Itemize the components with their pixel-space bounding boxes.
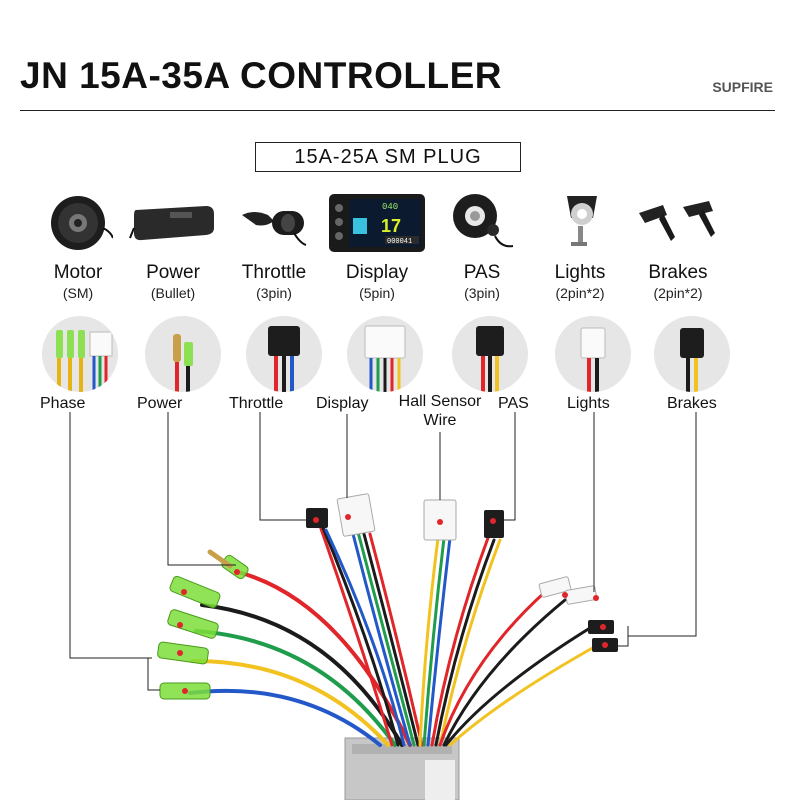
lights-connector-body — [538, 576, 572, 598]
pas-leader-line — [504, 412, 516, 521]
phase-label: Phase — [40, 395, 86, 412]
brake-lever-icon — [628, 185, 728, 260]
display-top-readout: 040 — [382, 202, 398, 212]
throttle-leader-line — [259, 412, 306, 521]
power-leader-line — [167, 412, 236, 566]
component-display: 040 17 000041 Display (5pin) — [327, 185, 427, 301]
phase-bullet-sleeve — [167, 609, 219, 639]
brand-label: SUPFIRE — [712, 79, 773, 95]
component-spec: (2pin*2) — [555, 285, 605, 301]
hall-sensor-label: Hall Sensor Wire — [390, 392, 490, 430]
component-brakes: Brakes (2pin*2) — [628, 185, 728, 301]
power-label: Power — [137, 395, 183, 412]
pas-connector-body — [484, 510, 504, 538]
title-divider — [20, 110, 775, 111]
headlight-icon — [530, 185, 630, 260]
marker-dot — [602, 642, 608, 648]
phase-leader-line — [69, 412, 152, 659]
lights-connector-closeup — [555, 316, 631, 392]
battery-icon — [123, 185, 223, 260]
plug-label-box: 15A-25A SM PLUG — [255, 142, 521, 172]
component-name: Brakes — [648, 262, 708, 283]
component-name: Power — [146, 262, 200, 283]
marker-dot — [600, 624, 606, 630]
display-label: Display — [316, 395, 369, 412]
marker-dot — [182, 688, 188, 694]
marker-dot — [345, 514, 351, 520]
component-spec: (3pin) — [256, 285, 292, 301]
display-speed-readout: 17 — [381, 216, 401, 236]
phase-connector-closeup — [42, 316, 118, 392]
display-connector-body — [336, 493, 376, 537]
marker-dot — [437, 519, 443, 525]
component-throttle: Throttle (3pin) — [224, 185, 324, 301]
page-title: JN 15A-35A CONTROLLER — [20, 55, 502, 96]
pas-label: PAS — [498, 395, 529, 412]
marker-dot — [181, 589, 187, 595]
component-name: Motor — [53, 262, 103, 283]
component-name: PAS — [463, 262, 501, 283]
brakes-leader-line — [628, 412, 697, 637]
hall-sensor-label-line1: Hall Sensor — [398, 393, 482, 410]
lights-label: Lights — [567, 395, 610, 412]
controller-case-rim — [352, 744, 452, 754]
display-connector-closeup — [347, 316, 423, 392]
component-spec: (SM) — [62, 285, 94, 301]
component-lights: Lights (2pin*2) — [530, 185, 630, 301]
marker-dot — [234, 569, 240, 575]
throttle-label: Throttle — [229, 395, 284, 412]
brakes-connector-closeup — [654, 316, 730, 392]
component-motor: Motor (SM) — [28, 185, 128, 301]
power-connector-closeup — [145, 316, 221, 392]
lcd-display-icon: 040 17 000041 — [327, 185, 427, 260]
throttle-connector-closeup — [246, 316, 322, 392]
brakes-label: Brakes — [667, 395, 717, 412]
component-name: Throttle — [241, 262, 307, 283]
hub-motor-icon — [28, 185, 128, 260]
pas-connector-closeup — [452, 316, 528, 392]
marker-dot — [177, 650, 183, 656]
marker-dot — [562, 592, 568, 598]
power-bullet-pin — [207, 549, 233, 569]
thumb-throttle-icon — [224, 185, 324, 260]
pas-sensor-icon — [432, 185, 532, 260]
controller-sticker — [425, 760, 455, 800]
marker-dot — [177, 622, 183, 628]
phase-bullet-sleeve — [169, 575, 221, 609]
marker-dot — [313, 517, 319, 523]
component-spec: (3pin) — [464, 285, 500, 301]
hall-sensor-label-line2: Wire — [423, 412, 457, 429]
marker-dot — [490, 518, 496, 524]
component-name: Display — [345, 262, 409, 283]
component-name: Lights — [554, 262, 606, 283]
marker-dot — [593, 595, 599, 601]
component-pas: PAS (3pin) — [432, 185, 532, 301]
brakes-leader-bracket — [614, 626, 629, 647]
display-odo-readout: 000041 — [387, 238, 412, 246]
component-spec: (2pin*2) — [653, 285, 703, 301]
component-spec: (Bullet) — [150, 285, 196, 301]
phase-leader-bracket — [147, 658, 160, 691]
component-power: Power (Bullet) — [123, 185, 223, 301]
component-spec: (5pin) — [359, 285, 395, 301]
